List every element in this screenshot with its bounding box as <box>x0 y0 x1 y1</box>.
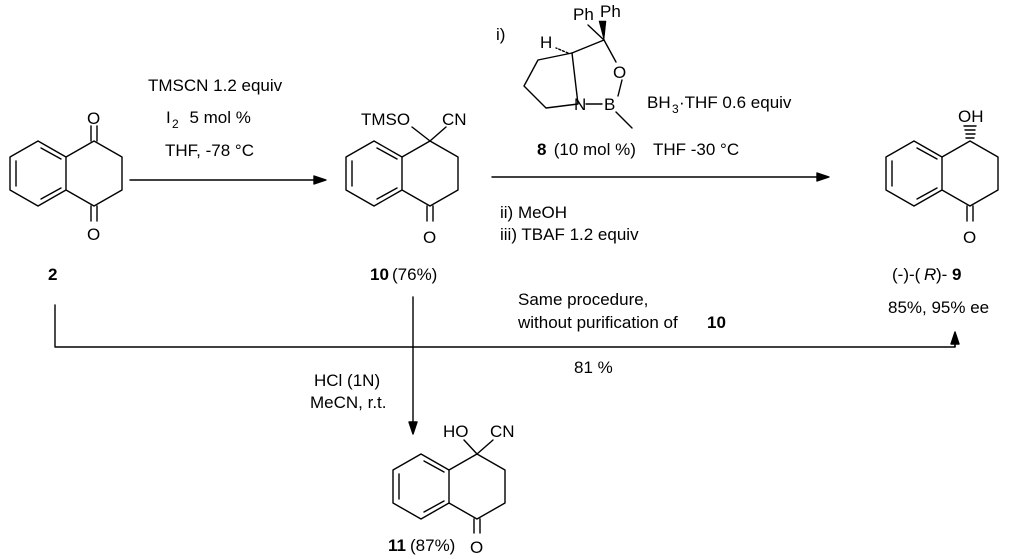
svg-text:9: 9 <box>952 265 961 284</box>
one-pot-arrowhead <box>950 331 960 345</box>
carbonyl-oxygen: O <box>963 228 976 247</box>
step2-conditions: THF -30 °C <box>653 140 739 159</box>
svg-text:I: I <box>166 108 171 127</box>
step1-catalyst: I 2 5 mol % <box>166 108 251 131</box>
one-pot-arrow <box>54 304 956 348</box>
svg-text:(-)-(: (-)-( <box>892 265 921 284</box>
boron-atom: B <box>604 95 615 114</box>
svg-text:)-: )- <box>936 265 947 284</box>
nitrogen-atom: N <box>574 95 586 114</box>
carbonyl-oxygen-top: O <box>87 109 100 128</box>
carbonyl-oxygen: O <box>470 538 483 557</box>
phenyl-2: Ph <box>600 2 621 21</box>
compound-10-label: 10 (76%) <box>370 265 437 284</box>
compound-10-structure: TMSO CN O <box>345 110 467 247</box>
hydrogen-atom: H <box>540 33 552 52</box>
svg-text:8: 8 <box>537 140 546 159</box>
carbonyl-oxygen-bottom: O <box>87 225 100 244</box>
svg-text:(10 mol %): (10 mol %) <box>549 140 636 159</box>
one-pot-procedure: Same procedure, <box>518 290 648 309</box>
step2-workup-ii: ii) MeOH <box>500 203 567 222</box>
oxygen-atom: O <box>613 63 626 82</box>
step2-marker-i: i) <box>496 25 505 44</box>
borane-reagent: BH 3 ·THF 0.6 equiv <box>647 93 792 116</box>
cyano-group: CN <box>442 110 467 129</box>
compound-11-structure: HO CN O <box>392 422 515 557</box>
svg-text:2: 2 <box>172 117 179 131</box>
compound-11-label: 11 (87%) <box>388 536 455 555</box>
compound-9-structure: OH O <box>885 107 999 247</box>
svg-text:(87%): (87%) <box>410 536 455 555</box>
arrowhead-1 <box>313 175 327 185</box>
step2-workup-iii: iii) TBAF 1.2 equiv <box>500 225 639 244</box>
hydroxy-group: HO <box>443 422 469 441</box>
hydrolysis-arrowhead <box>408 421 418 435</box>
svg-text:R: R <box>924 265 936 284</box>
carbonyl-oxygen: O <box>423 228 436 247</box>
cbs-catalyst-structure: Ph Ph H O N B <box>523 2 633 129</box>
svg-text:11: 11 <box>388 536 406 555</box>
tmso-group: TMSO <box>361 110 410 129</box>
one-pot-yield: 81 % <box>574 358 613 377</box>
one-pot-note: without purification of 10 <box>517 313 726 332</box>
svg-text:5 mol %: 5 mol % <box>180 108 251 127</box>
phenyl-1: Ph <box>573 5 594 24</box>
compound-9-label: (-)-( R )- 9 <box>892 265 961 284</box>
step1-reagent: TMSCN 1.2 equiv <box>148 76 283 95</box>
svg-text:·THF 0.6 equiv: ·THF 0.6 equiv <box>679 93 792 112</box>
svg-text:10: 10 <box>707 313 726 332</box>
svg-text:without purification of: without purification of <box>517 313 678 332</box>
svg-text:(76%): (76%) <box>392 265 437 284</box>
compound-2-label: 2 <box>48 265 57 284</box>
arrowhead-2 <box>816 172 830 182</box>
cyano-group: CN <box>490 422 515 441</box>
step4-conditions: MeCN, r.t. <box>310 393 387 412</box>
svg-text:10: 10 <box>370 265 389 284</box>
hydroxyl-group: OH <box>958 107 984 126</box>
svg-text:3: 3 <box>672 102 679 116</box>
svg-text:BH: BH <box>647 93 671 112</box>
step1-conditions: THF, -78 °C <box>165 141 254 160</box>
catalyst-loading: 8 (10 mol %) <box>537 140 636 159</box>
step4-reagent: HCl (1N) <box>314 371 380 390</box>
compound-9-yield-ee: 85%, 95% ee <box>888 298 989 317</box>
compound-2-structure: O O <box>9 109 123 244</box>
